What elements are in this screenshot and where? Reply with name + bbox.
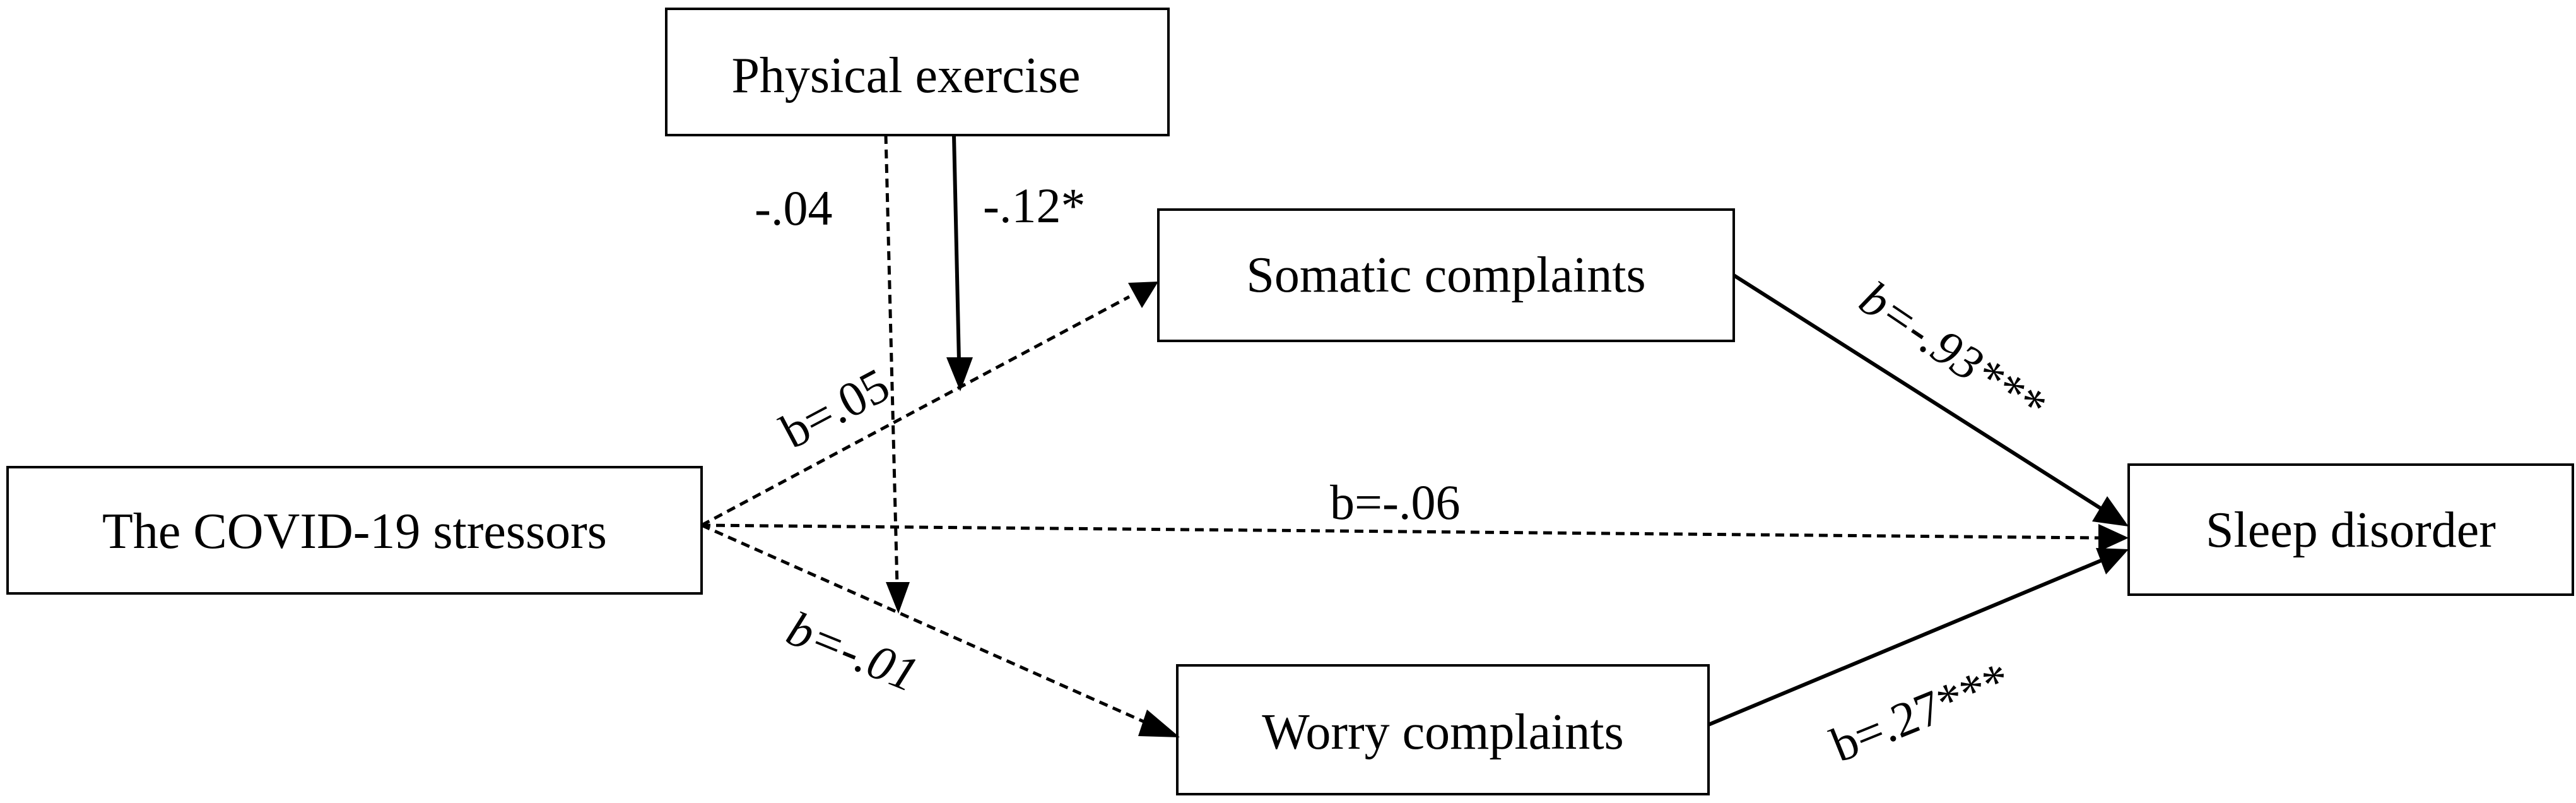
- coef-stressors-to-sleep: b=-.06: [1330, 475, 1460, 530]
- node-worry-complaints: Worry complaints: [1176, 664, 1710, 795]
- path-line: [1707, 559, 2102, 727]
- sleep-disorder-label: Sleep disorder: [2206, 503, 2496, 558]
- coef-moderation-worry: -.04: [755, 181, 832, 235]
- coef-somatic-to-sleep: b=-.93***: [1850, 270, 2054, 433]
- covid-stressors-box: [6, 466, 703, 595]
- node-physical-exercise: Physical exercise: [665, 8, 1170, 136]
- path-line: [952, 134, 961, 362]
- worry-complaints-box: [1176, 664, 1710, 795]
- arrowhead-icon: [1128, 282, 1158, 308]
- path-exercise-moderates-worry: [884, 134, 910, 614]
- path-line: [700, 523, 1152, 727]
- arrowhead-icon: [2096, 548, 2129, 574]
- path-line: [700, 295, 1131, 527]
- path-line: [884, 134, 899, 586]
- arrowhead-icon: [2098, 524, 2129, 552]
- arrowhead-icon: [946, 357, 973, 391]
- covid-stressors-label: The COVID-19 stressors: [102, 504, 607, 559]
- coef-moderation-somatic: -.12*: [983, 178, 1085, 233]
- path-stressors-to-sleep: [701, 523, 2129, 552]
- path-somatic-to-sleep: [1732, 273, 2129, 526]
- somatic-complaints-label: Somatic complaints: [1246, 247, 1645, 303]
- path-worry-to-sleep: [1707, 548, 2129, 727]
- node-somatic-complaints: Somatic complaints: [1157, 208, 1735, 342]
- arrowhead-icon: [2092, 496, 2129, 526]
- arrowhead-icon: [886, 582, 910, 614]
- path-line: [1732, 273, 2105, 512]
- path-line: [701, 523, 2099, 540]
- somatic-complaints-box: [1157, 208, 1735, 342]
- coef-worry-to-sleep: b=.27***: [1823, 651, 2018, 773]
- node-sleep-disorder: Sleep disorder: [2127, 463, 2574, 596]
- coef-stressors-to-somatic: b=.05: [772, 357, 898, 459]
- physical-exercise-box: [665, 8, 1170, 136]
- path-stressors-to-somatic: [700, 282, 1158, 527]
- sleep-disorder-box: [2127, 463, 2574, 596]
- path-exercise-moderates-somatic: [946, 134, 973, 391]
- node-covid-stressors: The COVID-19 stressors: [6, 466, 703, 595]
- path-stressors-to-worry: [700, 523, 1180, 737]
- physical-exercise-label: Physical exercise: [731, 48, 1080, 104]
- worry-complaints-label: Worry complaints: [1262, 705, 1623, 760]
- arrowhead-icon: [1138, 710, 1180, 737]
